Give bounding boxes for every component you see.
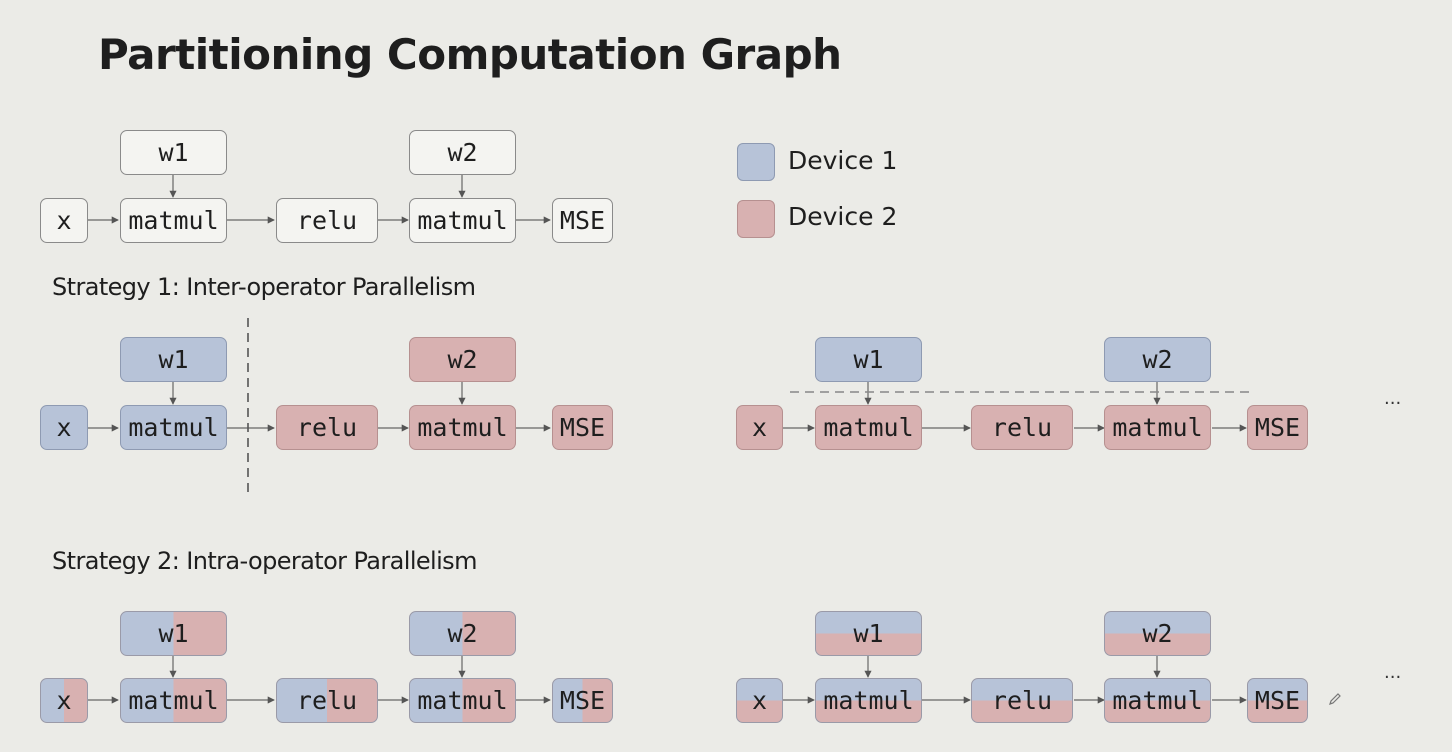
matmul-node: matmul (815, 405, 922, 450)
matmul-node: matmul (409, 678, 516, 723)
relu-node: relu (276, 678, 378, 723)
x-node: x (40, 405, 88, 450)
w2-node: w2 (1104, 611, 1211, 656)
pencil-icon[interactable] (1326, 690, 1344, 708)
matmul-node: matmul (409, 405, 516, 450)
mse-node: MSE (552, 198, 613, 243)
mse-node: MSE (1247, 405, 1308, 450)
x-node: x (40, 678, 88, 723)
w1-node: w1 (815, 611, 922, 656)
x-node: x (40, 198, 88, 243)
relu-node: relu (971, 405, 1073, 450)
relu-node: relu (276, 198, 378, 243)
w1-node: w1 (120, 611, 227, 656)
w2-node: w2 (409, 337, 516, 382)
w2-node: w2 (1104, 337, 1211, 382)
matmul-node: matmul (409, 198, 516, 243)
strategy2-heading: Strategy 2: Intra-operator Parallelism (52, 547, 477, 575)
x-node: x (736, 405, 783, 450)
page-title: Partitioning Computation Graph (98, 30, 842, 79)
matmul-node: matmul (120, 198, 227, 243)
w2-node: w2 (409, 611, 516, 656)
device1-swatch (737, 143, 775, 181)
mse-node: MSE (1247, 678, 1308, 723)
mse-node: MSE (552, 678, 613, 723)
device1-label: Device 1 (788, 146, 898, 175)
w2-node: w2 (409, 130, 516, 175)
matmul-node: matmul (815, 678, 922, 723)
w1-node: w1 (120, 337, 227, 382)
strategy1-heading: Strategy 1: Inter-operator Parallelism (52, 273, 476, 301)
matmul-node: matmul (1104, 678, 1211, 723)
more-ellipsis: ... (1384, 662, 1402, 683)
matmul-node: matmul (120, 678, 227, 723)
device2-swatch (737, 200, 775, 238)
relu-node: relu (971, 678, 1073, 723)
x-node: x (736, 678, 783, 723)
mse-node: MSE (552, 405, 613, 450)
matmul-node: matmul (120, 405, 227, 450)
relu-node: relu (276, 405, 378, 450)
matmul-node: matmul (1104, 405, 1211, 450)
w1-node: w1 (815, 337, 922, 382)
device2-label: Device 2 (788, 202, 898, 231)
more-ellipsis: ... (1384, 388, 1402, 409)
w1-node: w1 (120, 130, 227, 175)
